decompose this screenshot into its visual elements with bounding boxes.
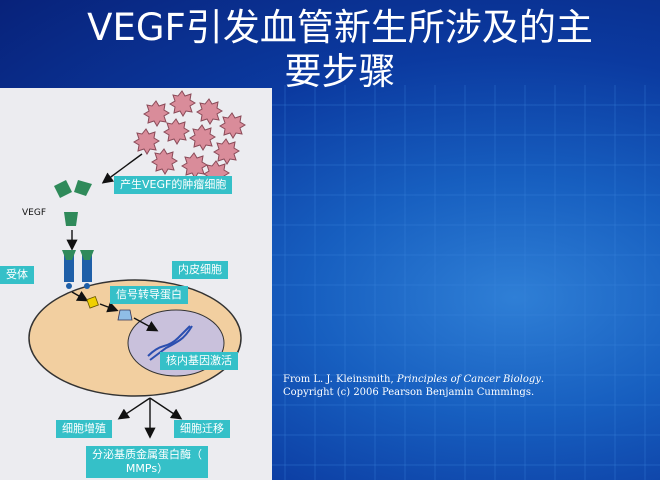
arrow-tumor-to-vegf xyxy=(101,153,143,184)
tumor-cell xyxy=(189,124,216,151)
background-grid xyxy=(270,85,660,480)
mmp-label: 分泌基质金属蛋白酶（ MMPs） xyxy=(86,446,208,478)
slide-title-line1: VEGF引发血管新生所涉及的主 xyxy=(87,6,593,49)
mmp-label-line1: 分泌基质金属蛋白酶（ xyxy=(92,448,202,461)
tumor-cell xyxy=(219,112,246,139)
vegf-molecule xyxy=(54,180,72,198)
credit-line2: Copyright (c) 2006 Pearson Benjamin Cumm… xyxy=(283,387,535,398)
arrow-to-proliferation xyxy=(117,397,151,420)
proliferation-label: 细胞增殖 xyxy=(56,420,112,438)
mmp-label-line2: MMPs） xyxy=(125,462,169,475)
credit-line1: From L. J. Kleinsmith, Principles of Can… xyxy=(283,373,544,386)
credit-line1-prefix: From L. J. Kleinsmith, xyxy=(283,374,397,385)
tumor-cells xyxy=(133,90,246,187)
tumor-cell xyxy=(151,148,178,175)
tumor-cell xyxy=(196,98,223,125)
tumor-cell xyxy=(181,152,208,179)
credit-book-title: Principles of Cancer Biology xyxy=(396,374,541,385)
diagram-panel: VEGF 产生VEGF的肿瘤细胞 受体 内皮细胞 信号转导蛋白 核内基因激活 细… xyxy=(0,88,272,480)
migration-label: 细胞迁移 xyxy=(174,420,230,438)
arrow-to-migration xyxy=(149,397,183,420)
vegf-molecules xyxy=(54,180,92,226)
endothelial-cell-label: 内皮细胞 xyxy=(172,261,228,279)
credit-line1-suffix: . xyxy=(540,374,545,385)
tumor-cell xyxy=(213,138,240,165)
tumor-cell xyxy=(163,118,190,145)
receptor xyxy=(80,250,94,282)
arrow-signal-step xyxy=(99,301,119,313)
signal-protein-blue xyxy=(117,309,133,321)
vegf-molecule xyxy=(64,212,78,226)
arrow-receptor-to-signal xyxy=(71,290,89,302)
receptors xyxy=(62,250,94,289)
dna-helix xyxy=(147,325,193,361)
tumor-cell xyxy=(169,90,196,117)
angiogenesis-diagram xyxy=(28,90,246,439)
slide-title: VEGF引发血管新生所涉及的主 要步骤 xyxy=(40,6,640,94)
slide-title-line2: 要步骤 xyxy=(284,50,396,93)
tumor-cells-label: 产生VEGF的肿瘤细胞 xyxy=(114,176,233,194)
vegf-molecule xyxy=(74,180,92,196)
signal-protein-yellow xyxy=(86,296,99,309)
signal-protein-label: 信号转导蛋白 xyxy=(110,286,188,304)
source-credit: From L. J. Kleinsmith, Principles of Can… xyxy=(283,373,544,399)
receptor-label: 受体 xyxy=(0,266,34,284)
tumor-cell xyxy=(133,128,160,155)
receptor xyxy=(62,250,76,282)
gene-activation-label: 核内基因激活 xyxy=(160,352,238,370)
arrow-signal-to-nucleus xyxy=(133,317,159,332)
tumor-cell xyxy=(143,100,170,127)
vegf-label: VEGF xyxy=(22,208,46,218)
